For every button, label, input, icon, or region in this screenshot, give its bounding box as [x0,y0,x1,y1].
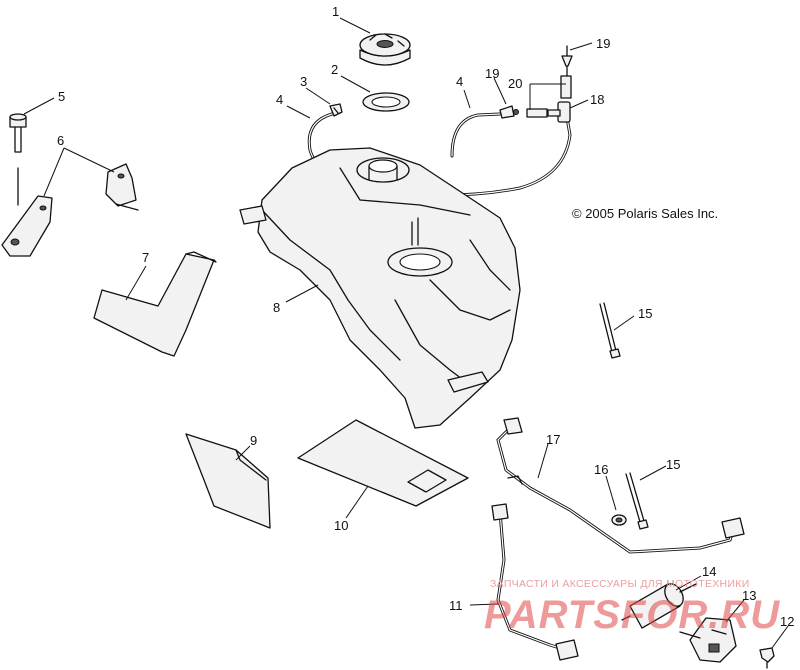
callout-4-left: 4 [276,92,283,107]
callout-5: 5 [58,89,65,104]
vent-tee-assembly [499,45,573,123]
callout-10: 10 [334,518,348,533]
callout-17: 17 [546,432,560,447]
base-pad [297,419,469,507]
callout-9: 9 [250,433,257,448]
callout-2: 2 [331,62,338,77]
fuel-tank [239,147,521,429]
callout-3: 3 [300,74,307,89]
callout-15-lower: 15 [666,457,680,472]
callout-13: 13 [742,588,756,603]
mount-brackets [1,163,139,257]
callout-19-lower: 19 [485,66,499,81]
callout-20: 20 [508,76,522,91]
callout-7: 7 [142,250,149,265]
screws [599,302,649,530]
grommet [611,514,627,526]
callout-16: 16 [594,462,608,477]
leader-lines [23,17,789,649]
fuel-filter [621,583,697,629]
push-rivet [759,647,775,669]
callout-14: 14 [702,564,716,579]
cap-gasket [362,92,410,112]
callout-11: 11 [449,598,463,613]
callout-8: 8 [273,300,280,315]
callout-19-upper: 19 [596,36,610,51]
callout-15-upper: 15 [638,306,652,321]
side-pad [185,433,271,529]
callout-12: 12 [780,614,794,629]
callout-1: 1 [332,4,339,19]
callout-18: 18 [590,92,604,107]
copyright-notice: © 2005 Polaris Sales Inc. [572,206,718,221]
fuel-line-main [496,417,745,554]
callout-6: 6 [57,133,64,148]
vent-hose-right [450,112,502,158]
watermark-tagline: ЗАПЧАСТИ И АКСЕССУАРЫ ДЛЯ МОТОТЕХНИКИ [490,578,750,590]
fuel-line-short [491,503,579,661]
callout-4-right: 4 [456,74,463,89]
mount-bolt [9,113,27,206]
watermark-brand: PARTSFOR.RU [484,593,780,637]
foam-pad-l [93,251,217,357]
fuel-cap [359,33,411,66]
filter-clamp [679,617,737,663]
